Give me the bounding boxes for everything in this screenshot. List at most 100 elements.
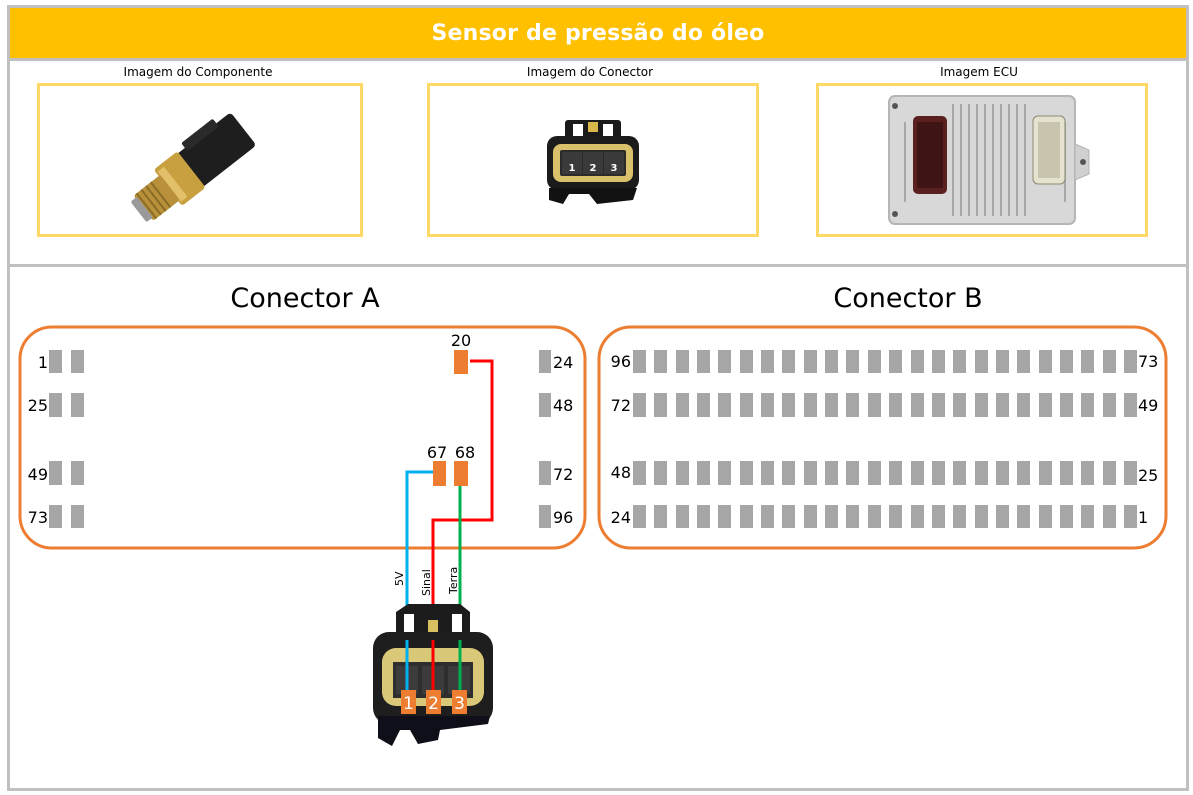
- connector-b-pin: [633, 350, 646, 373]
- connector-b-pin: [1039, 505, 1052, 528]
- connector-b-pin: [1060, 461, 1073, 485]
- connector-b-pin: [846, 461, 859, 485]
- connector-b-pin: [996, 505, 1009, 528]
- connector-image-box: 1 2 3: [427, 83, 759, 237]
- component-image-label: Imagem do Componente: [123, 65, 273, 79]
- connector-b-pin: [911, 505, 924, 528]
- connector-b-pin: [889, 461, 902, 485]
- connector-b-pin: [1017, 350, 1030, 373]
- connector-b-pin: [804, 350, 817, 373]
- connector-a-pin: [539, 350, 551, 373]
- connector-b-pin: [868, 461, 881, 485]
- connector-a-pin: [71, 393, 84, 417]
- connector-b-pin: [975, 505, 988, 528]
- connector-b-pin: [1081, 393, 1094, 417]
- connector-b-pin: [1103, 393, 1116, 417]
- connector-a-pin: [71, 505, 84, 528]
- connector-b-row-label-left: 72: [611, 396, 631, 415]
- page-title: Sensor de pressão do óleo: [431, 20, 765, 46]
- connector-b-outline: [597, 325, 1168, 550]
- connector-b-pin: [761, 505, 774, 528]
- connector-b-pin: [1039, 461, 1052, 485]
- connector-b-pin: [996, 461, 1009, 485]
- connector-b-row-label-right: 49: [1138, 396, 1158, 415]
- connector-b-pin: [782, 350, 795, 373]
- connector-b-pin: [975, 350, 988, 373]
- connector-image-label: Imagem do Conector: [526, 65, 654, 79]
- wire-signal: [431, 359, 494, 705]
- oil-pressure-sensor-image: [131, 113, 255, 222]
- connector-b-pin: [868, 505, 881, 528]
- connector-b-pin: [889, 505, 902, 528]
- ecu-image-label: Imagem ECU: [940, 65, 1018, 79]
- connector-b-pin: [676, 393, 689, 417]
- connector-image-pin-2: 2: [590, 163, 597, 174]
- connector-b-pin: [804, 505, 817, 528]
- connector-b-pin: [953, 350, 966, 373]
- connector-a-pin: [49, 350, 62, 373]
- connector-a-pin: [71, 461, 84, 485]
- connector-b-pin: [1103, 461, 1116, 485]
- connector-b-pin: [1039, 393, 1052, 417]
- connector-b-pin: [740, 461, 753, 485]
- connector-b-heading: Conector B: [833, 283, 983, 314]
- connector-b-pin: [740, 393, 753, 417]
- connector-a-pin-67: [433, 461, 446, 486]
- connector-b-pin: [911, 461, 924, 485]
- section-divider: [10, 264, 1186, 267]
- connector-b-pin: [697, 461, 710, 485]
- connector-b-pin: [676, 461, 689, 485]
- connector-b-row-label-right: 25: [1138, 466, 1158, 485]
- connector-b-pin: [718, 505, 731, 528]
- connector-a-row-label-left: 49: [28, 465, 48, 484]
- connector-b-pin: [846, 393, 859, 417]
- connector-plug-image: 1 2 3: [547, 120, 639, 204]
- wire-signal-label: Sinal: [420, 569, 433, 596]
- connector-b-pin: [996, 350, 1009, 373]
- connector-a-pin: [539, 461, 551, 485]
- connector-b-pin: [782, 505, 795, 528]
- connector-a-row-label-right: 96: [553, 508, 573, 527]
- connector-a-row-label-right: 24: [553, 353, 573, 372]
- connector-b-pin: [953, 505, 966, 528]
- connector-b-pin: [697, 505, 710, 528]
- connector-b-pin: [932, 461, 945, 485]
- connector-b-pin: [740, 505, 753, 528]
- connector-b-pin: [1081, 461, 1094, 485]
- connector-a-row-label-left: 73: [28, 508, 48, 527]
- connector-b-pin: [718, 393, 731, 417]
- connector-b-pin: [1060, 393, 1073, 417]
- connector-a-pin: [539, 505, 551, 528]
- ecu-module-image: [888, 95, 1090, 225]
- connector-a-pin-20: [454, 350, 468, 374]
- connector-b-pin: [804, 461, 817, 485]
- connector-image-pin-3: 3: [611, 163, 618, 174]
- connector-b-pin: [782, 461, 795, 485]
- connector-a-pin-20-label: 20: [451, 331, 471, 350]
- connector-b-pin: [782, 393, 795, 417]
- connector-a-row-label-left: 25: [28, 396, 48, 415]
- connector-b-pin: [932, 505, 945, 528]
- connector-b-pin: [1124, 461, 1137, 485]
- connector-a-pin: [49, 461, 62, 485]
- connector-b-pin: [825, 393, 838, 417]
- connector-image-pin-1: 1: [569, 163, 576, 174]
- connector-a-pin-67-label: 67: [427, 443, 447, 462]
- connector-b-pin: [718, 350, 731, 373]
- connector-b-pin: [654, 461, 667, 485]
- connector-b-pin: [804, 393, 817, 417]
- connector-b-pin: [868, 393, 881, 417]
- connector-b-pin: [676, 350, 689, 373]
- connector-a-pin: [71, 350, 84, 373]
- component-image-box: [37, 83, 363, 237]
- connector-b-pin: [1060, 350, 1073, 373]
- connector-b-pin: [761, 350, 774, 373]
- connector-a-heading: Conector A: [230, 283, 380, 314]
- connector-b-pin: [697, 350, 710, 373]
- connector-b-pin: [825, 505, 838, 528]
- connector-a-row-label-left: 1: [38, 353, 48, 372]
- connector-b-pin: [740, 350, 753, 373]
- connector-a-outline: [18, 325, 587, 550]
- connector-b-pin: [825, 350, 838, 373]
